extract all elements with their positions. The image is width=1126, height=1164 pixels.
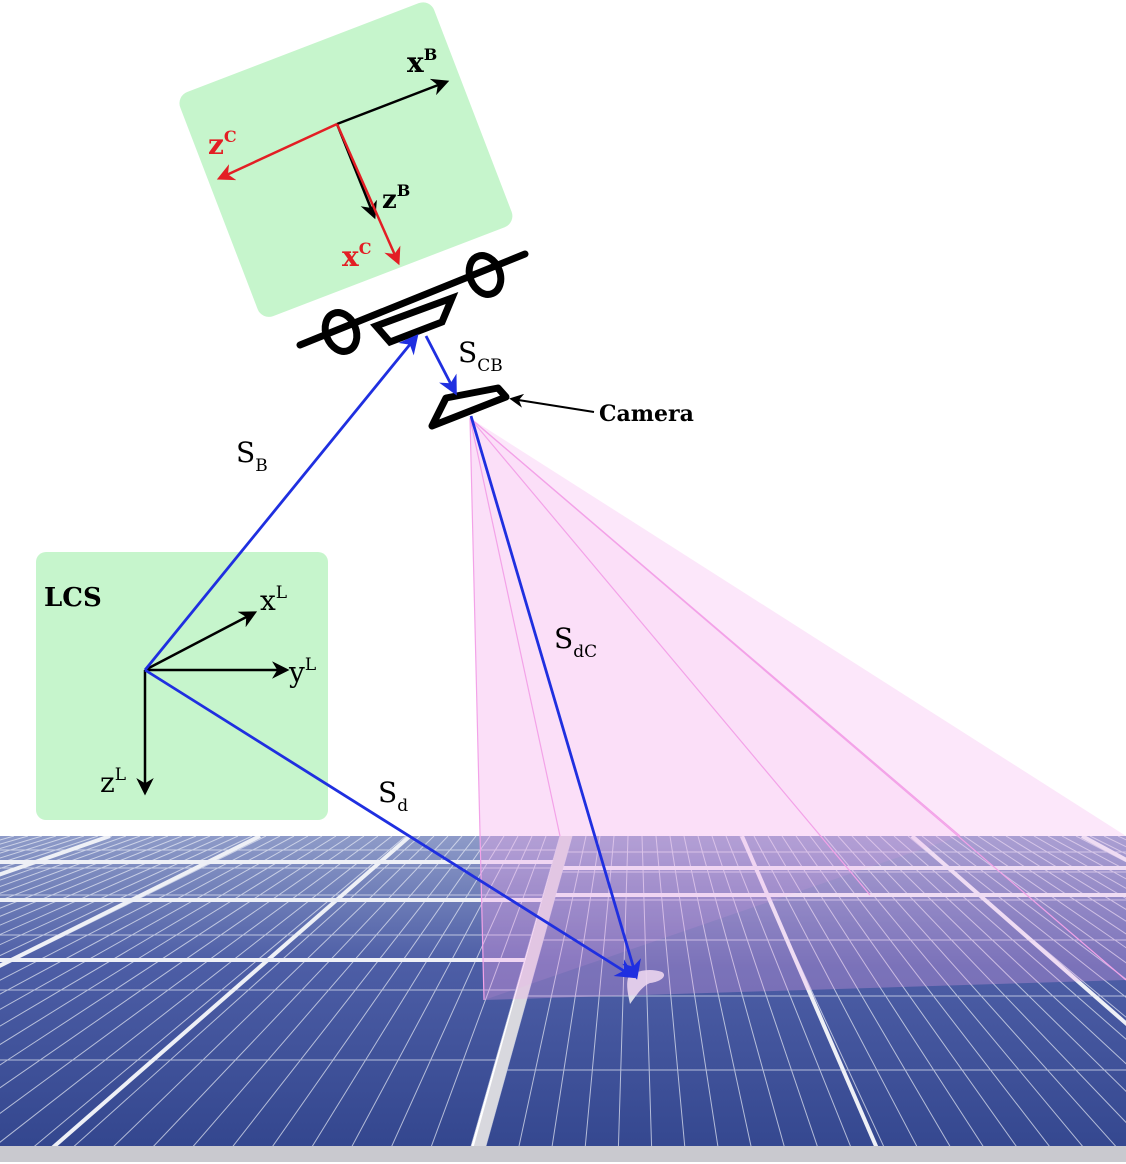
panel-grid-line [725, 836, 857, 1160]
sd-vector-arrow [144, 668, 636, 979]
panel-grid-line [149, 836, 449, 1150]
panel-grid-line [0, 836, 309, 1150]
panel-grid-line [189, 836, 463, 1150]
body-camera-frame-box: xB zB zC xC [179, 2, 513, 317]
xb-label: xB [407, 45, 437, 79]
camera-icon [428, 384, 510, 430]
panel-grid-line [0, 836, 365, 1150]
panel-grid-line [109, 836, 435, 1150]
sdc-vector-arrow [469, 415, 641, 980]
panel-grid-line [1019, 836, 1126, 1160]
position-vectors [143, 333, 641, 980]
sd-label: Sd [378, 776, 408, 816]
panel-grid-line [389, 836, 533, 1150]
xl-axis-arrow [144, 611, 258, 672]
camera-field-of-view [469, 417, 1126, 1001]
sdc-label: SdC [554, 622, 597, 662]
camera-pointer-arrow [509, 393, 595, 413]
panel-grid-line [879, 836, 1126, 1160]
xc-label: xC [342, 239, 371, 273]
panel-grid-line [781, 836, 993, 1160]
panel-grid-line [469, 836, 560, 1150]
panel-grid-line [767, 836, 959, 1160]
solar-panel-field [0, 836, 1126, 1162]
panel-grid-line [229, 836, 477, 1150]
panel-grid-line [683, 836, 755, 1160]
panel-grid-line [921, 836, 1126, 1160]
panel-grid-line [69, 836, 421, 1150]
panel-grid-line [429, 836, 547, 1150]
sb-label: SB [236, 436, 268, 476]
panel-grid-line [0, 836, 323, 1150]
lcs-title: LCS [44, 583, 102, 613]
panel-grid-line [549, 836, 601, 1160]
panel-grid-line [583, 836, 615, 1160]
panel-grid-line [697, 836, 789, 1160]
panel-grid-line [837, 836, 1126, 1160]
scb-vector-arrow [424, 335, 457, 396]
panel-bottom-edge [0, 1146, 1126, 1162]
sb-vector-arrow [143, 333, 419, 671]
yl-label: yL [288, 655, 316, 689]
panel-grid-line [669, 836, 721, 1160]
panel-grid-line [740, 836, 884, 1160]
panel-grid-line [0, 836, 253, 1150]
panel-grid-line [711, 836, 823, 1160]
zc-label: zC [208, 127, 237, 161]
panel-grid-line [0, 836, 261, 1150]
panel-grid-line [48, 836, 412, 1150]
panel-grid-line [0, 836, 183, 1150]
panel-grid-line [0, 836, 393, 1150]
xl-label: xL [260, 583, 287, 617]
scb-label: SCB [458, 336, 503, 376]
panel-grid-line [795, 836, 1027, 1160]
zb-label: zB [382, 181, 410, 215]
panel-grid-line [515, 836, 587, 1160]
panel-grid-line [641, 836, 653, 1160]
panel-grid-line [0, 836, 267, 1150]
panel-grid-line [865, 836, 1126, 1160]
panel-grid-line [910, 836, 1126, 1160]
panel-grid-line [0, 836, 379, 1150]
xb-axis-arrow [336, 78, 450, 126]
panel-grid-line [309, 836, 505, 1150]
panel-grid-line [0, 836, 225, 1150]
panel-grid-line [0, 836, 197, 1150]
zc-axis-arrow [216, 122, 338, 181]
panel-grid-line [809, 836, 1061, 1160]
panel-grid-line [963, 836, 1126, 1160]
panel-grid-line [991, 836, 1126, 1160]
panel-grid-line [0, 836, 337, 1150]
panel-grid-line [0, 836, 239, 1150]
panel-gap-rail [470, 836, 572, 1160]
camera-label: Camera [599, 401, 694, 427]
panel-grid-line [0, 836, 169, 1150]
panel-grid-line [753, 836, 925, 1160]
panel-grid-line [0, 836, 351, 1150]
panel-grid-line [935, 836, 1126, 1160]
solar-array-left [0, 836, 560, 1150]
panel-grid-line [1005, 836, 1126, 1160]
panel-grid-line [893, 836, 1126, 1160]
panel-grid-line [0, 836, 211, 1150]
panel-grid-line [0, 836, 155, 1150]
panel-grid-line [617, 836, 629, 1160]
panel-grid-line [29, 836, 407, 1150]
drone-icon [296, 250, 529, 355]
panel-grid-line [655, 836, 687, 1160]
zl-label: zL [100, 765, 126, 799]
local-frame-box: LCS xL yL zL [36, 552, 328, 820]
panel-grid-line [269, 836, 491, 1150]
panel-grid-line [851, 836, 1126, 1160]
panel-grid-line [0, 836, 281, 1150]
panel-grid-line [0, 836, 295, 1150]
panel-grid-line [949, 836, 1126, 1160]
panel-grid-line [977, 836, 1126, 1160]
xc-axis-arrow [335, 123, 401, 266]
panel-grid-line [823, 836, 1095, 1160]
